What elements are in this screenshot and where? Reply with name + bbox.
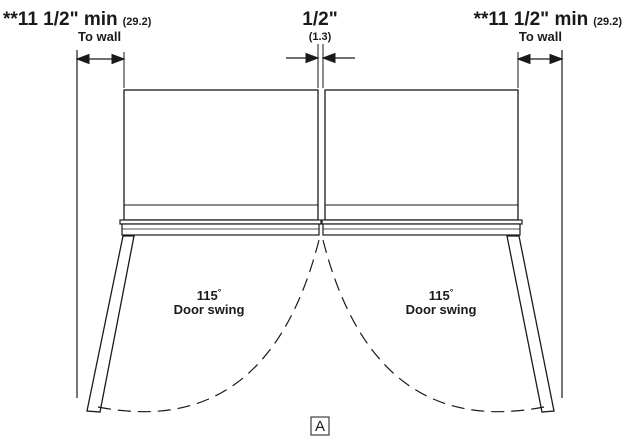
center-dimension-label: 1/2" (302, 9, 337, 30)
view-marker: A (310, 416, 330, 436)
right-swing-angle: 115° (429, 287, 454, 303)
center-metric-label: (1.3) (309, 31, 332, 43)
right-door-closed (321, 219, 523, 236)
right-cabinet (324, 89, 519, 221)
svg-text:A: A (315, 418, 325, 435)
left-swing-angle: 115° (197, 287, 222, 303)
right-swing-arc (322, 239, 545, 413)
left-door-closed (119, 219, 322, 236)
left-swing-label: Door swing (174, 302, 245, 317)
left-swing-arc (97, 239, 320, 413)
left-to-wall-label: To wall (78, 29, 121, 44)
right-swing-label: Door swing (406, 302, 477, 317)
left-cabinet (123, 89, 319, 221)
right-to-wall-label: To wall (519, 29, 562, 44)
center-gap-arrows (286, 52, 355, 64)
right-door-open (506, 235, 555, 413)
left-dimension-arrow (75, 53, 126, 65)
right-dimension-arrow (516, 53, 564, 65)
left-door-open (86, 235, 135, 413)
left-dimension-label: **11 1/2" min(29.2) (3, 9, 152, 30)
right-dimension-label: **11 1/2" min(29.2) (474, 9, 623, 30)
